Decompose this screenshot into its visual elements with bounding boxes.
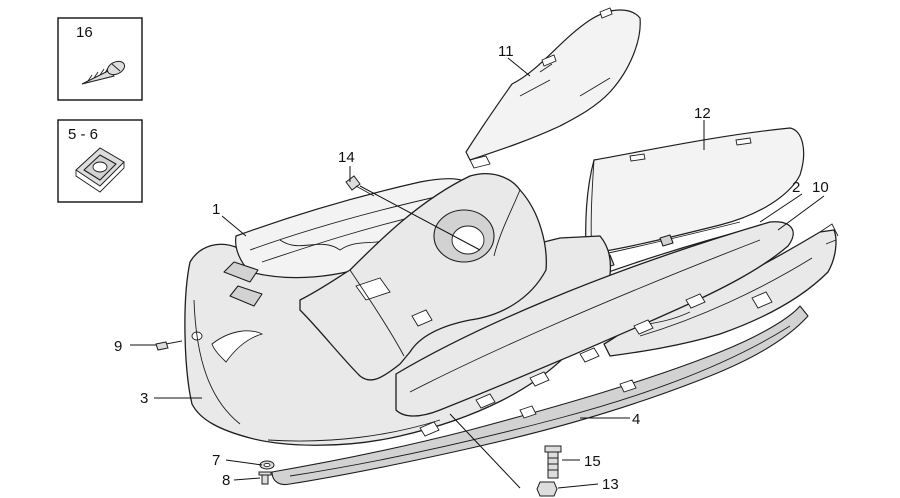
- callout-9: 9: [114, 338, 122, 355]
- callout-13: 13: [602, 476, 619, 493]
- callout-14: 14: [338, 149, 355, 166]
- self-tapping-screw-icon: [81, 60, 126, 85]
- callout-3: 3: [140, 390, 148, 407]
- leader-lines: [130, 57, 825, 489]
- callout-labels: 1 2 3 4 7 8 9 10 11 12 13 14 15: [114, 43, 829, 493]
- callout-8: 8: [222, 472, 230, 489]
- nut-13: [536, 481, 558, 497]
- callout-2: 2: [792, 179, 800, 196]
- callout-11: 11: [498, 43, 514, 60]
- bolt-15: [544, 445, 562, 479]
- callout-1: 1: [212, 201, 220, 218]
- speed-nut-clip-icon: [75, 147, 125, 193]
- screw-8: [258, 471, 272, 485]
- screw-9: [155, 340, 183, 351]
- inset-label-16: 16: [76, 24, 93, 41]
- part-4-floor-pan: [271, 305, 809, 486]
- inset-label-5-6: 5 - 6: [68, 126, 98, 143]
- callout-15: 15: [584, 453, 601, 470]
- part-1-left-mat: [223, 178, 477, 307]
- inset-frame-16: [57, 17, 143, 101]
- callout-4: 4: [632, 411, 640, 428]
- callout-10: 10: [812, 179, 829, 196]
- part-11-upper-cover: [465, 7, 641, 169]
- part-10-side-rail: [603, 223, 839, 357]
- right-floorboard: [395, 221, 794, 437]
- inset-box-16: 16: [57, 17, 143, 101]
- callout-12: 12: [694, 105, 711, 122]
- washer-7: [259, 460, 275, 470]
- inset-box-5-6: 5 - 6: [57, 119, 143, 203]
- callout-7: 7: [212, 452, 220, 469]
